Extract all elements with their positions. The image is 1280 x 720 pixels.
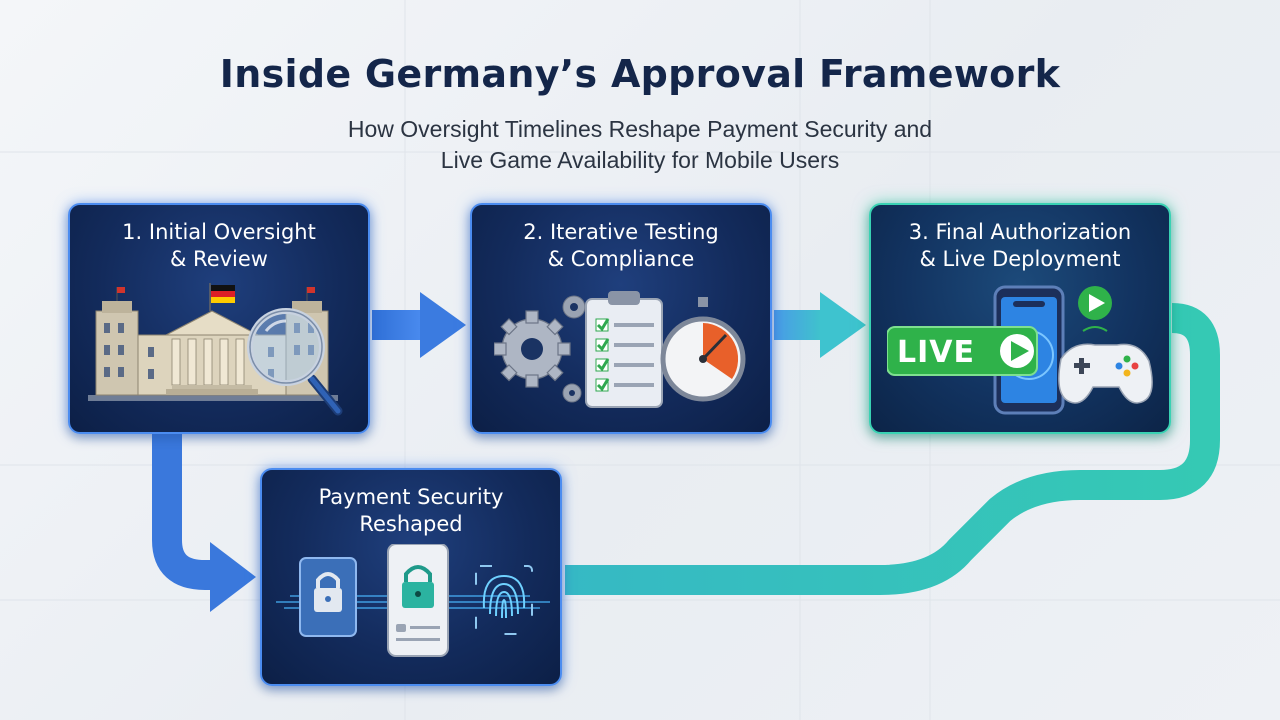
- step-2-title-line-2: & Compliance: [547, 247, 695, 271]
- payment-security-card: Payment Security Reshaped: [260, 468, 562, 686]
- padlock-icon: [299, 557, 357, 637]
- checklist-clipboard-icon: [585, 291, 663, 408]
- step-card-iterative-testing: 2. Iterative Testing & Compliance: [470, 203, 772, 434]
- step-1-title-line-2: & Review: [170, 247, 268, 271]
- page-subtitle: How Oversight Timelines Reshape Payment …: [0, 114, 1280, 176]
- german-flag-icon: [209, 283, 235, 311]
- payment-security-illustration: [276, 544, 550, 657]
- subtitle-line-1: How Oversight Timelines Reshape Payment …: [347, 116, 933, 142]
- subtitle-line-2: Live Game Availability for Mobile Users: [440, 147, 840, 173]
- step-card-final-authorization: 3. Final Authorization & Live Deployment: [869, 203, 1171, 434]
- arrow-step1-to-payment: [152, 432, 256, 612]
- step-3-title: 3. Final Authorization & Live Deployment: [871, 219, 1169, 273]
- arrow-step1-to-step2: [372, 292, 466, 358]
- step-card-initial-oversight: 1. Initial Oversight & Review: [68, 203, 370, 434]
- game-controller-icon: [1058, 326, 1153, 404]
- play-button-icon: [1078, 286, 1112, 320]
- testing-illustration: [494, 291, 746, 408]
- magnifying-glass-icon: [247, 308, 343, 416]
- payment-title: Payment Security Reshaped: [262, 484, 560, 538]
- gears-icon: [494, 295, 586, 403]
- payment-title-line-1: Payment Security: [318, 485, 504, 509]
- reichstag-building-icon: [88, 283, 343, 416]
- live-badge: [887, 326, 1038, 376]
- live-badge-label: LIVE: [897, 335, 975, 370]
- page-title: Inside Germany’s Approval Framework: [219, 52, 1061, 96]
- step-3-title-line-2: & Live Deployment: [919, 247, 1121, 271]
- step-2-title-line-1: 2. Iterative Testing: [523, 220, 719, 244]
- smartphone-lock-icon: [387, 544, 449, 657]
- step-1-title: 1. Initial Oversight & Review: [70, 219, 368, 273]
- fingerprint-icon: [475, 565, 533, 635]
- deployment-illustration: [887, 285, 1153, 415]
- stopwatch-icon: [660, 297, 746, 402]
- payment-title-line-2: Reshaped: [359, 512, 463, 536]
- step-3-title-line-1: 3. Final Authorization: [908, 220, 1132, 244]
- step-1-title-line-1: 1. Initial Oversight: [122, 220, 316, 244]
- step-2-title: 2. Iterative Testing & Compliance: [472, 219, 770, 273]
- connector-payment-to-step3: [565, 303, 1220, 595]
- arrow-step2-to-step3: [774, 292, 866, 358]
